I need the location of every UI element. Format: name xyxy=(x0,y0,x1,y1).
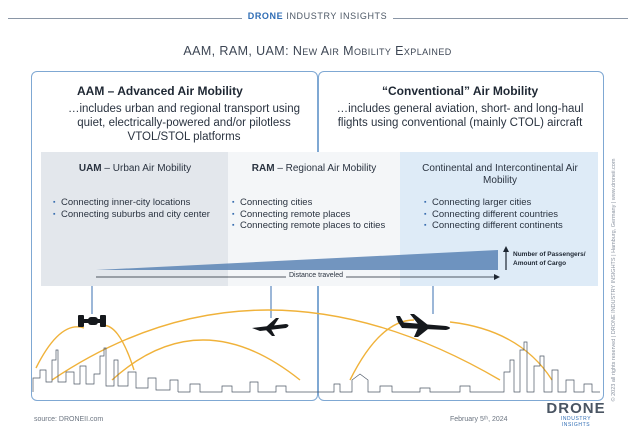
page-title: AAM, RAM, UAM: New Air Mobility Explaine… xyxy=(183,44,452,58)
list-item: Connecting larger cities xyxy=(424,197,594,209)
list-item: Connecting different continents xyxy=(424,220,594,232)
skyline-right xyxy=(318,341,600,393)
continental-arc-left xyxy=(349,319,415,381)
distance-arrowhead xyxy=(494,274,500,280)
continental-arc-right xyxy=(449,321,553,381)
list-item: Connecting remote places xyxy=(232,209,402,221)
logo-sub: INDUSTRY INSIGHTS xyxy=(560,416,592,428)
distance-label: Distance traveled xyxy=(288,272,344,279)
ram-title: RAM – Regional Air Mobility xyxy=(251,163,377,174)
long-arc xyxy=(51,309,501,381)
header-brand: DRONE INDUSTRY INSIGHTS xyxy=(0,11,635,21)
aam-description: …includes urban and regional transport u… xyxy=(67,103,301,143)
aam-heading: AAM – Advanced Air Mobility xyxy=(77,84,243,98)
ram-arc xyxy=(111,339,301,381)
passengers-label: Number of Passengers/ Amount of Cargo xyxy=(513,251,586,267)
drone-industry-insights-logo: DRONE INDUSTRY INSIGHTS xyxy=(546,401,606,428)
header-brand-bold: DRONE xyxy=(247,11,284,21)
list-item: Connecting remote places to cities xyxy=(232,220,402,232)
list-item: Connecting cities xyxy=(232,197,402,209)
header-brand-rest: INDUSTRY INSIGHTS xyxy=(286,11,388,21)
skyline-left xyxy=(32,347,318,393)
passengers-arrowhead xyxy=(503,246,509,252)
uam-bullets: Connecting inner-city locations Connecti… xyxy=(53,197,223,220)
list-item: Connecting suburbs and city center xyxy=(53,209,223,221)
side-note: © 2023 all rights reserved | DRONE INDUS… xyxy=(611,158,617,402)
evtol-icon xyxy=(78,315,106,327)
continental-title: Continental and Intercontinental Air Mob… xyxy=(422,163,578,186)
list-item: Connecting inner-city locations xyxy=(53,197,223,209)
regional-plane-icon xyxy=(252,318,289,336)
uam-arc-left xyxy=(35,326,85,369)
footer-date: February 5ᵗʰ, 2024 xyxy=(450,416,508,423)
conventional-heading: “Conventional” Air Mobility xyxy=(382,84,539,98)
logo-main: DRONE xyxy=(546,400,606,417)
list-item: Connecting different countries xyxy=(424,209,594,221)
ram-bullets: Connecting cities Connecting remote plac… xyxy=(232,197,402,232)
continental-bullets: Connecting larger cities Connecting diff… xyxy=(424,197,594,232)
footer-source: source: DRONEII.com xyxy=(34,416,104,423)
conventional-description: …includes general aviation, short- and l… xyxy=(336,103,584,129)
uam-title: UAM – Urban Air Mobility xyxy=(78,163,192,174)
airliner-icon xyxy=(396,314,450,337)
volume-wedge xyxy=(96,250,498,270)
